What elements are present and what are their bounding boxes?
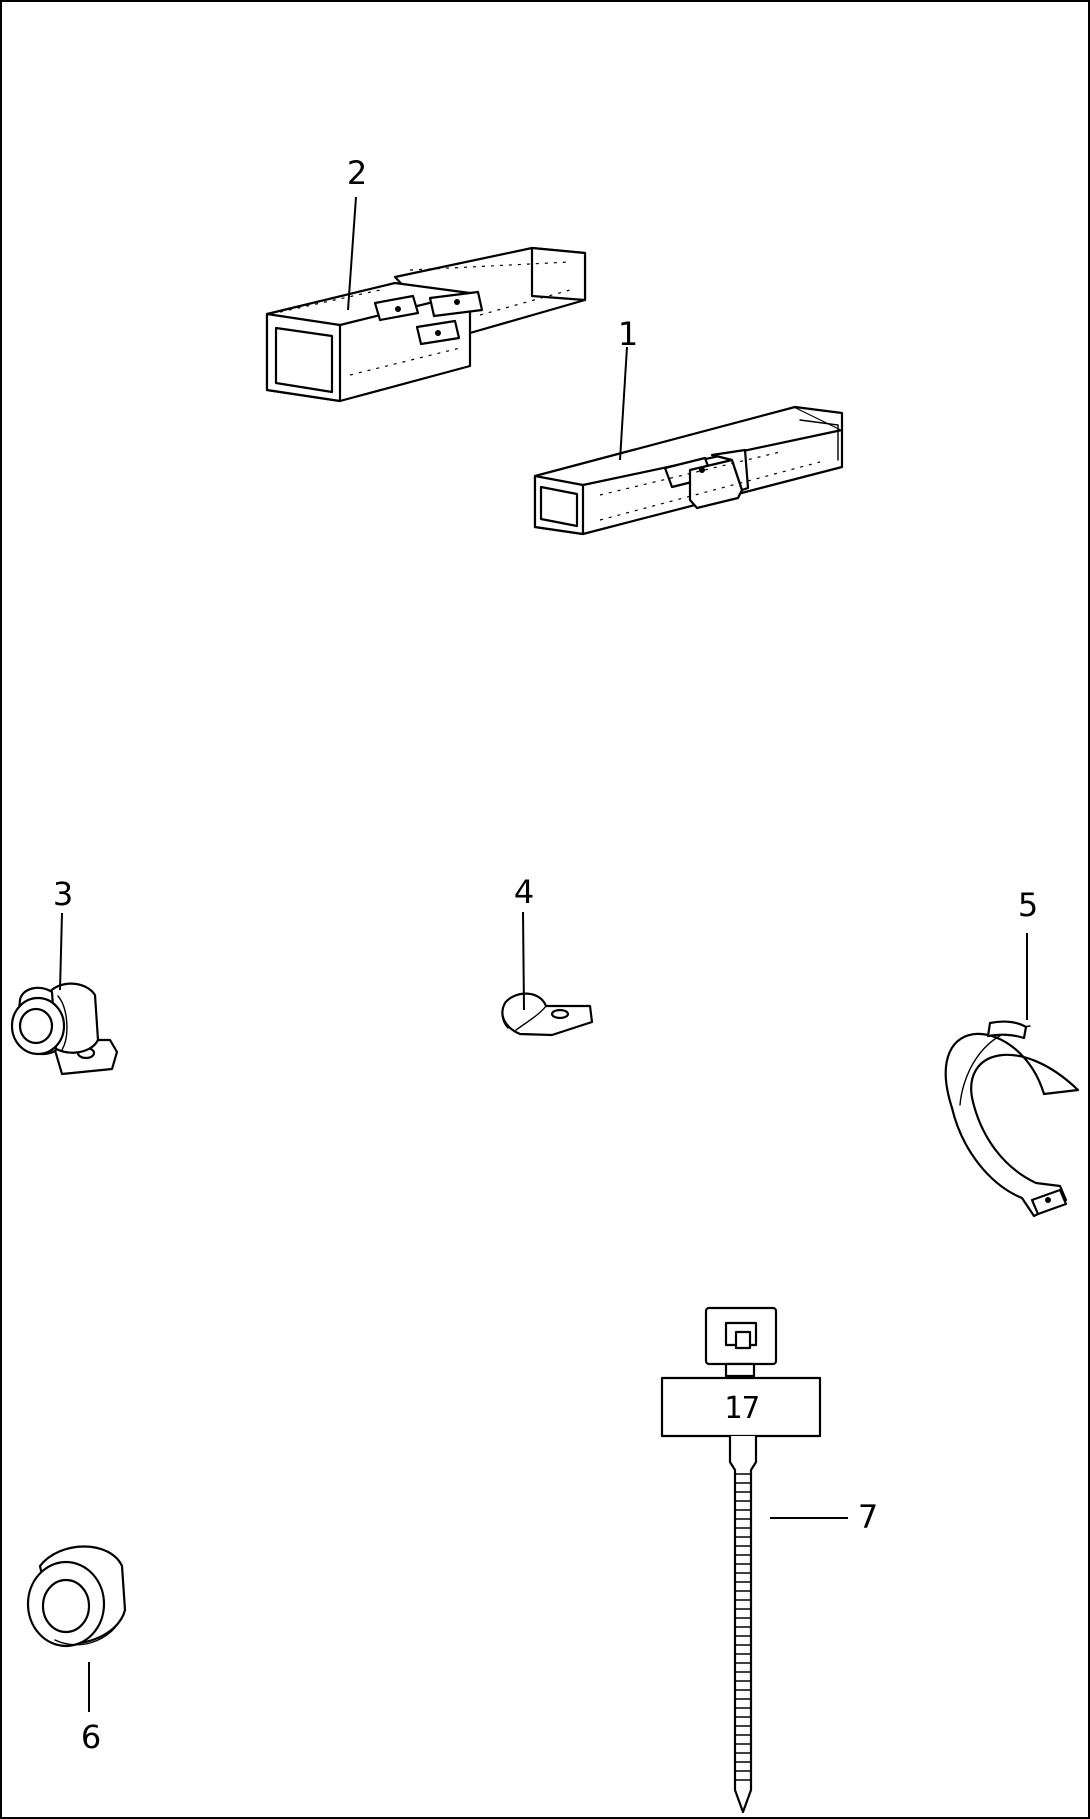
- callouts: 2 1 3 4 5 6 7 17: [53, 154, 1038, 1756]
- cable-tie-tag-label: 17: [724, 1391, 760, 1426]
- callout-5: 5: [1018, 886, 1038, 924]
- leader-1: [619, 346, 628, 461]
- callout-3: 3: [53, 875, 73, 913]
- leader-lines: [59, 196, 1028, 1712]
- callout-1: 1: [618, 315, 638, 353]
- part-3-clip-with-cushion: [10, 982, 119, 1076]
- part-5-band-clamp: [944, 1020, 1080, 1218]
- part-2-connector-housing: [265, 246, 587, 403]
- part-6-grommet: [26, 1545, 127, 1648]
- part-4-clamp: [501, 992, 594, 1037]
- leader-2: [347, 196, 357, 311]
- leader-4: [522, 911, 525, 1011]
- callout-4: 4: [514, 873, 534, 911]
- callout-6: 6: [81, 1718, 101, 1756]
- part-7-cable-tie: [660, 1306, 822, 1814]
- callout-7: 7: [858, 1498, 878, 1536]
- callout-2: 2: [347, 154, 367, 192]
- part-1-connector-housing: [533, 405, 844, 536]
- leader-3: [59, 912, 63, 991]
